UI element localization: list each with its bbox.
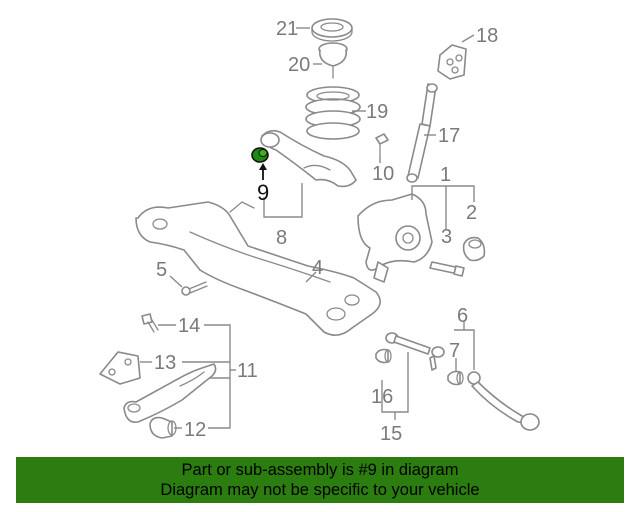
- callout-13: 13: [154, 352, 176, 374]
- callout-17: 17: [438, 125, 460, 147]
- callout-18: 18: [476, 25, 498, 47]
- part-14-bolt: [141, 313, 159, 333]
- part-17-shock-absorber: [406, 83, 438, 183]
- part-13-bracket: [99, 351, 141, 385]
- callout-19: 19: [366, 101, 388, 123]
- callout-11: 11: [237, 360, 258, 382]
- callout-1: 1: [440, 164, 451, 186]
- callout-3: 3: [441, 226, 452, 248]
- part-18-mount-bracket: [437, 44, 467, 80]
- part-3-bolt: [429, 261, 465, 277]
- banner-line-2: Diagram may not be specific to your vehi…: [160, 481, 480, 499]
- callout-5: 5: [156, 259, 167, 281]
- info-banner: Part or sub-assembly is #9 in diagram Di…: [16, 457, 624, 503]
- callout-16: 16: [371, 386, 393, 408]
- part-2-bushing: [462, 236, 486, 262]
- part-16-bushing: [375, 348, 392, 364]
- part-20-bump-stop: [318, 42, 348, 79]
- part-19-coil-spring: [305, 86, 361, 140]
- part-10-bolt: [375, 133, 389, 159]
- callout-21: 21: [276, 18, 298, 40]
- callout-15: 15: [380, 423, 402, 445]
- callout-12: 12: [184, 419, 206, 441]
- suspension-diagram: 21 20 19 18 17 10: [99, 18, 540, 445]
- part-6-trailing-arm: [467, 371, 540, 431]
- callout-9-highlighted: 9: [257, 180, 269, 205]
- part-1-knuckle: [357, 193, 433, 283]
- callout-7: 7: [449, 340, 460, 362]
- callout-6: 6: [457, 305, 468, 327]
- callout-10: 10: [372, 163, 394, 185]
- part-4-subframe: [135, 201, 381, 336]
- callout-14: 14: [178, 315, 200, 337]
- part-11-lower-arm: [123, 363, 217, 424]
- part-5-bolt: [181, 281, 208, 296]
- banner-line-1: Part or sub-assembly is #9 in diagram: [181, 461, 459, 479]
- part-9-bushing: [251, 147, 269, 163]
- callout-2: 2: [466, 202, 477, 224]
- part-15-link: [385, 332, 445, 371]
- callout-4: 4: [312, 257, 323, 279]
- part-8-upper-arm: [260, 129, 357, 188]
- part-12-bushing: [149, 416, 177, 439]
- part-7-bushing: [447, 370, 464, 386]
- callout-20: 20: [288, 54, 310, 76]
- callout-8: 8: [276, 227, 287, 249]
- part-21-spring-seat: [311, 18, 353, 42]
